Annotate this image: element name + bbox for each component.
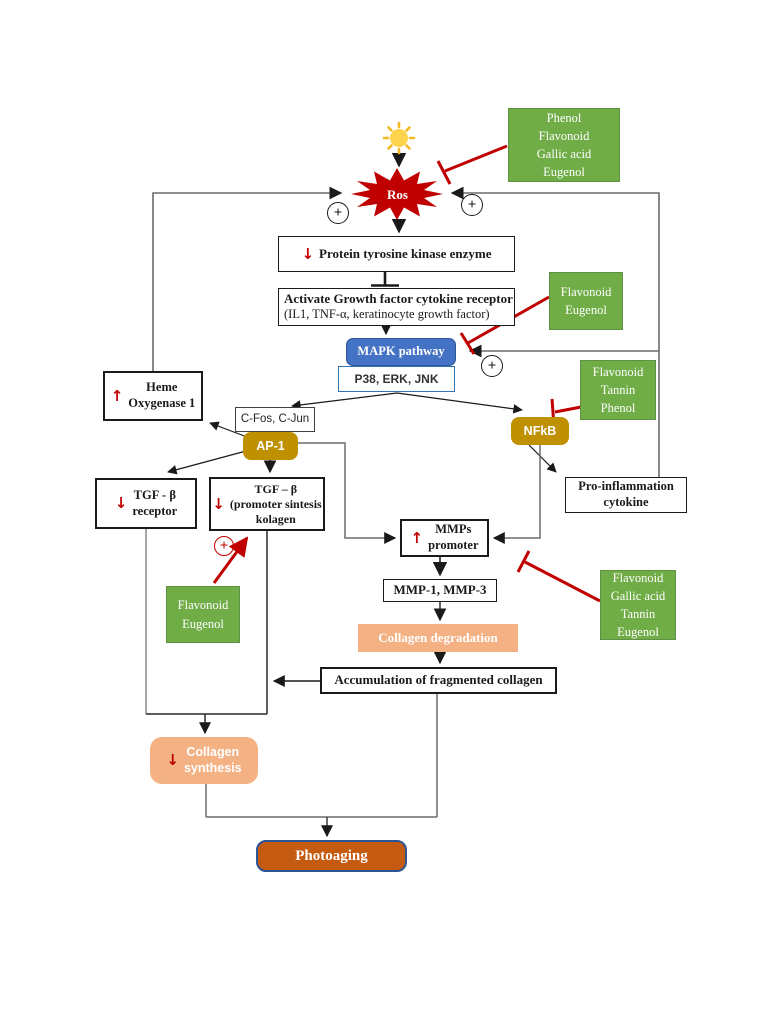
- node-pro-inflammation-cytokine: Pro-inflammation cytokine: [565, 477, 687, 513]
- node-collagen-degradation: Collagen degradation: [358, 624, 518, 652]
- activator-box-flavonoid-eugenol-tgf: Flavonoid Eugenol: [166, 586, 240, 643]
- node-heme-oxygenase: ↑ Heme Oxygenase 1: [103, 371, 203, 421]
- node-protein-tyrosine-kinase: ↓ Protein tyrosine kinase enzyme: [278, 236, 515, 272]
- plus-circle-right-feedback: +: [461, 194, 483, 216]
- down-arrow-icon: ↓: [166, 751, 179, 769]
- node-nfkb: NFkB: [511, 417, 569, 445]
- arrow-p38-to-cfos: [291, 392, 398, 410]
- inhibitor-box-flavonoid-eugenol-mapk: Flavonoid Eugenol: [549, 272, 623, 330]
- down-arrow-icon: ↓: [212, 494, 225, 513]
- node-mmps-promoter: ↑ MMPs promoter: [400, 519, 489, 557]
- ros-node: Ros: [350, 167, 445, 222]
- inhibitor-box-flavonoid-gallic-tannin-eugenol: Flavonoid Gallic acid Tannin Eugenol: [600, 570, 676, 640]
- node-photoaging: Photoaging: [256, 840, 407, 872]
- plus-circle-left-feedback: +: [327, 202, 349, 224]
- node-tgf-receptor: ↓ TGF - β receptor: [95, 478, 197, 529]
- up-arrow-icon: ↑: [410, 528, 424, 547]
- ros-label: Ros: [387, 186, 408, 202]
- up-arrow-icon: ↑: [110, 386, 124, 405]
- down-arrow-icon: ↓: [114, 494, 128, 512]
- node-cfos-cjun: C-Fos, C-Jun: [235, 407, 315, 432]
- sun-icon: [382, 121, 416, 155]
- inhibit-gallic-to-mmp-cap: [516, 550, 531, 573]
- down-arrow-icon: ↓: [301, 244, 315, 263]
- inhibit-flavonoid-to-mapk-cap: [459, 332, 476, 355]
- node-p38-erk-jnk: P38, ERK, JNK: [338, 366, 455, 392]
- inhibit-phenol-to-ros: [444, 144, 508, 173]
- node-collagen-synthesis: ↓ Collagen synthesis: [150, 737, 258, 784]
- inhibit-gallic-to-mmp: [524, 560, 601, 603]
- node-accumulation-fragmented-collagen: Accumulation of fragmented collagen: [320, 667, 557, 694]
- inhibit-tannin-to-nfkb: [554, 405, 582, 414]
- arrow-p38-to-nfkb: [396, 392, 523, 414]
- plus-circle-mapk-feedback: +: [481, 355, 503, 377]
- node-ap1: AP-1: [243, 432, 298, 460]
- node-mmp1-mmp3: MMP-1, MMP-3: [383, 579, 497, 602]
- inhibitor-box-phenol-group: Phenol Flavonoid Gallic acid Eugenol: [508, 108, 620, 182]
- feedback-heme-to-ros: [152, 186, 343, 371]
- node-tgf-promoter: ↓ TGF – β (promoter sintesis kolagen: [209, 477, 325, 531]
- arrow-ap1-to-tgf-receptor: [167, 450, 247, 475]
- starburst-icon: [351, 168, 443, 220]
- plus-circle-tgf-activation: +: [214, 536, 234, 556]
- node-mapk-pathway: MAPK pathway: [346, 338, 456, 366]
- arrow-nfkb-to-proinflammation: [528, 444, 557, 473]
- arrow-nfkb-to-mmps: [492, 445, 541, 544]
- inhibitor-box-flavonoid-tannin-phenol: Flavonoid Tannin Phenol: [580, 360, 656, 420]
- node-growth-factor-receptor: Activate Growth factor cytokine receptor…: [278, 288, 515, 326]
